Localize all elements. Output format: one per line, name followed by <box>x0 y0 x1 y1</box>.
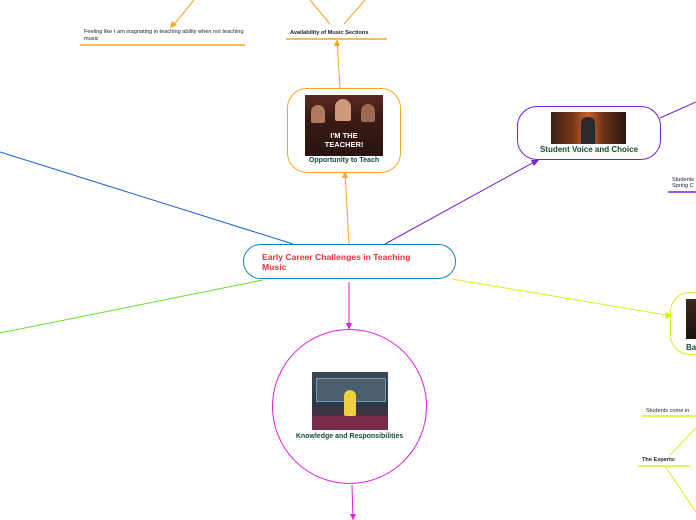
connector-green <box>0 279 264 334</box>
character-figure <box>344 390 356 416</box>
crowd-figure <box>335 99 351 121</box>
topic-knowledge-and-responsibilities-title: Knowledge and Responsibilities <box>295 433 404 440</box>
teacher-gif-image: I'M THE TEACHER! <box>305 95 383 156</box>
teacher-gif-caption: I'M THE TEACHER! <box>324 131 364 149</box>
topic-right-partial[interactable]: Ba <box>670 292 696 355</box>
topic-knowledge-and-responsibilities[interactable]: Knowledge and Responsibilities <box>272 329 427 484</box>
arrowhead-stagnating <box>170 21 177 28</box>
arrowhead-availability <box>334 39 340 46</box>
topic-right-partial-title: Ba <box>686 343 696 352</box>
central-topic-title: Early Career Challenges in Teaching Musi… <box>262 252 411 272</box>
connector-yellow-b <box>664 465 696 513</box>
connector-student-voice <box>384 159 539 245</box>
right-partial-image <box>686 299 696 339</box>
figure-silhouette <box>581 117 595 144</box>
crowd-figure <box>311 105 325 123</box>
connector-opportunity-up <box>336 39 341 89</box>
leaf-availability-of-music-sections[interactable]: Availability of Music Sections <box>290 30 369 36</box>
knowledge-image <box>312 372 388 430</box>
topic-student-voice-and-choice[interactable]: Student Voice and Choice <box>517 106 661 160</box>
connector-availability-right <box>343 0 366 25</box>
leaf-students-come-in[interactable]: Students come in <box>646 408 690 414</box>
connector-student-voice-right <box>659 101 696 119</box>
topic-opportunity-to-teach-title: Opportunity to Teach <box>308 157 380 164</box>
connector-yellow-a <box>669 427 696 456</box>
connector-opportunity <box>344 171 350 245</box>
connector-yellow <box>451 278 673 317</box>
topic-opportunity-to-teach[interactable]: I'M THE TEACHER! Opportunity to Teach <box>287 88 401 173</box>
student-voice-image <box>551 112 626 144</box>
topic-student-voice-and-choice-title: Student Voice and Choice <box>539 145 639 154</box>
crowd-figure <box>361 104 375 122</box>
connector-availability-left <box>309 0 331 25</box>
leaf-students-partial-1[interactable]: Students <box>672 177 695 183</box>
console-desk <box>312 416 388 430</box>
leaf-the-experts[interactable]: The Experts: <box>642 457 676 463</box>
connector-stagnating <box>171 0 195 28</box>
arrowhead-knowledge-down <box>350 514 356 520</box>
arrowhead-opportunity <box>342 171 348 178</box>
arrowhead-knowledge <box>346 323 352 330</box>
leaf-students-partial-2[interactable]: Spring C <box>672 183 694 189</box>
arrowhead-yellow <box>665 312 673 319</box>
connector-blue <box>0 151 294 245</box>
arrowhead-student-voice <box>531 160 539 166</box>
central-topic[interactable]: Early Career Challenges in Teaching Musi… <box>243 244 456 279</box>
leaf-stagnating[interactable]: Feeling like I am stagnating in teaching… <box>84 29 244 42</box>
